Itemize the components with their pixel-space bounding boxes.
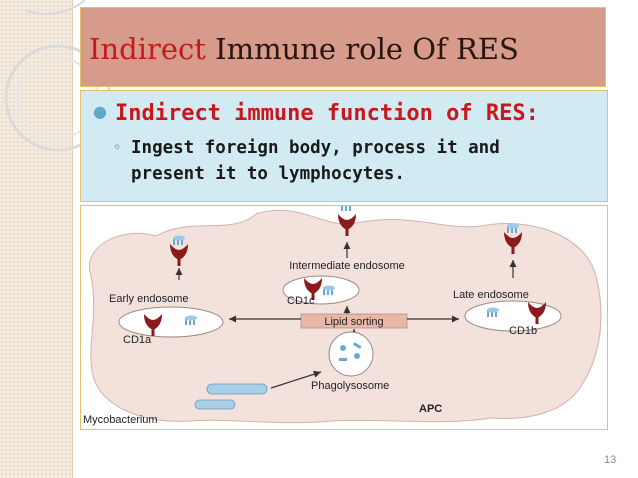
label-intermediate-endosome: Intermediate endosome	[289, 260, 405, 272]
bullet-level-1: ● Indirect immune function of RES:	[93, 101, 539, 126]
lipid-top	[341, 206, 353, 211]
label-cd1c: CD1c	[287, 295, 315, 307]
title-emphasis: Indirect	[89, 32, 206, 66]
arrow-to-phagolysosome	[270, 370, 322, 389]
bullet-dot-icon: ●	[93, 102, 107, 121]
page-number: 13	[604, 454, 617, 466]
left-decorative-pattern	[0, 0, 73, 478]
bullet-ring-icon: ◦	[113, 140, 122, 156]
slide-title: Indirect Immune role Of RES	[89, 32, 519, 66]
intermediate-endosome	[282, 275, 360, 305]
label-early-endosome: Early endosome	[109, 293, 189, 305]
content-box: ● Indirect immune function of RES: ◦ Inge…	[80, 90, 608, 202]
label-phagolysosome: Phagolysosome	[311, 380, 389, 392]
apc-diagram: Intermediate endosome Early endosome CD1…	[80, 205, 608, 430]
bullet-level-2: ◦ Ingest foreign body, process it and pr…	[113, 135, 593, 187]
bullet2-line1: Ingest foreign body, process it and	[131, 138, 500, 158]
lipid-sorting-box	[300, 313, 408, 329]
label-cd1b: CD1b	[509, 325, 537, 337]
title-rest: Immune role Of RES	[205, 32, 519, 66]
bullet2-line2: present it to lymphocytes.	[131, 164, 405, 184]
label-lipid-sorting: Lipid sorting	[324, 316, 383, 328]
label-apc: APC	[419, 403, 442, 415]
diagram-svg: Intermediate endosome Early endosome CD1…	[83, 206, 602, 426]
bullet1-text: Indirect immune function of RES:	[114, 101, 539, 126]
deco-ring-1	[24, 0, 86, 15]
label-cd1a: CD1a	[123, 334, 152, 346]
mycobacterium-1	[206, 383, 268, 395]
label-mycobacterium: Mycobacterium	[83, 414, 158, 426]
mycobacterium-2	[194, 399, 236, 410]
label-late-endosome: Late endosome	[453, 289, 529, 301]
early-endosome	[118, 306, 224, 338]
title-banner: Indirect Immune role Of RES	[80, 7, 606, 87]
phagolysosome	[328, 331, 374, 377]
